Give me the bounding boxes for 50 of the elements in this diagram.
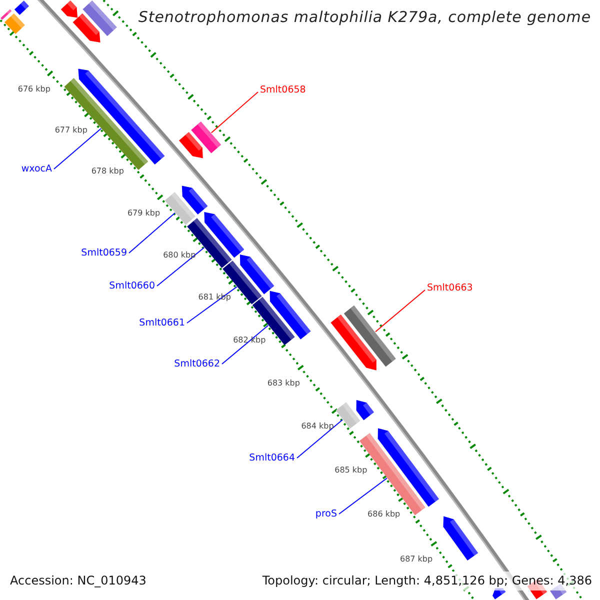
gene-block: [240, 254, 274, 294]
leader-line: [186, 286, 238, 324]
leader-line: [54, 128, 102, 170]
gene-block: [443, 516, 478, 560]
scale-label: 678 kbp: [91, 166, 124, 176]
gene-block: [330, 314, 376, 370]
gene-block: [356, 400, 374, 420]
leader-line: [222, 324, 269, 364]
gene-block: [252, 296, 295, 346]
gene-block: [14, 0, 29, 15]
gene-block: [0, 9, 12, 20]
leader-line: [210, 92, 258, 134]
diagram-title: Stenotrophomonas maltophilia K279a, complete genome: [138, 8, 591, 26]
gene-label: Smlt0663: [427, 282, 473, 294]
scale-label: 676 kbp: [18, 84, 50, 94]
gene-block: [270, 290, 311, 340]
gene-block: [336, 402, 360, 429]
gene-block: [164, 192, 196, 225]
gene-label: Smlt0662: [174, 358, 220, 370]
gene-block: [4, 13, 25, 34]
gene-block: [60, 0, 78, 18]
leader-line: [375, 290, 426, 332]
gene-block: [344, 305, 396, 367]
scale-label: 679 kbp: [127, 208, 160, 218]
gene-label: wxocA: [21, 164, 52, 174]
gene-block: [179, 132, 203, 158]
gene-block: [204, 212, 244, 258]
leader-line: [156, 247, 205, 286]
leader-line: [128, 212, 176, 254]
gene-label: Smlt0659: [81, 248, 127, 258]
gene-label: Smlt0661: [139, 318, 185, 328]
gene-label: Smlt0664: [249, 452, 295, 464]
leader-line: [338, 478, 388, 514]
gene-block: [82, 0, 117, 36]
scale-label: 684 kbp: [301, 422, 334, 431]
gene-block: [378, 428, 439, 507]
scale-label: 683 kbp: [267, 378, 300, 388]
leader-line: [296, 419, 343, 458]
gene-block: [72, 13, 100, 42]
scale-label: 687 kbp: [400, 554, 433, 564]
gene-label: Smlt0658: [260, 84, 306, 96]
gene-block: [191, 122, 222, 154]
scale-label: 686 kbp: [368, 510, 400, 519]
scale-label: 685 kbp: [334, 466, 368, 475]
scale-label: 677 kbp: [54, 125, 88, 134]
gene-label: proS: [315, 508, 337, 520]
gene-block: [182, 186, 208, 214]
scale-label: 682 kbp: [233, 335, 266, 344]
scale-label: 680 kbp: [163, 250, 196, 260]
gene-label: Smlt0660: [109, 280, 155, 292]
